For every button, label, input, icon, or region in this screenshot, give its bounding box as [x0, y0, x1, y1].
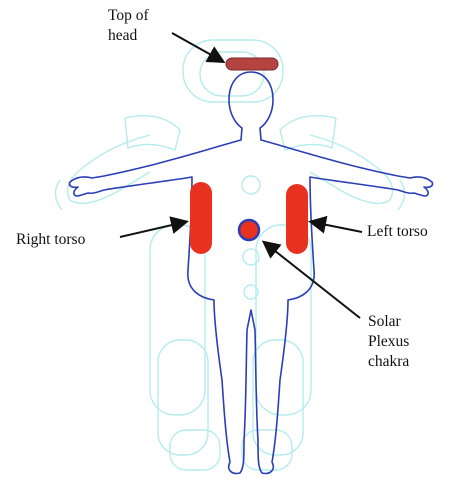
arrow-top-of-head — [172, 33, 222, 61]
label-solar-plexus-line1: Solar — [368, 312, 409, 332]
label-top-of-head-line1: Top of — [108, 6, 149, 26]
body-outline — [69, 72, 432, 473]
left-torso-marker — [286, 184, 308, 254]
pointer-arrows — [120, 33, 362, 318]
label-right-torso-text: Right torso — [16, 230, 85, 250]
arrow-right-torso — [120, 222, 185, 237]
head-band-marker — [226, 58, 278, 70]
label-solar-plexus: Solar Plexus chakra — [368, 312, 409, 372]
solar-plexus-marker — [239, 220, 259, 240]
label-solar-plexus-line2: Plexus — [368, 332, 409, 352]
label-solar-plexus-line3: chakra — [368, 352, 409, 372]
label-left-torso-text: Left torso — [367, 222, 428, 242]
label-top-of-head-line2: head — [108, 26, 149, 46]
label-left-torso: Left torso — [367, 222, 428, 242]
label-right-torso: Right torso — [16, 230, 85, 250]
right-torso-marker — [190, 182, 212, 254]
arrow-left-torso — [312, 222, 362, 232]
label-top-of-head: Top of head — [108, 6, 149, 46]
